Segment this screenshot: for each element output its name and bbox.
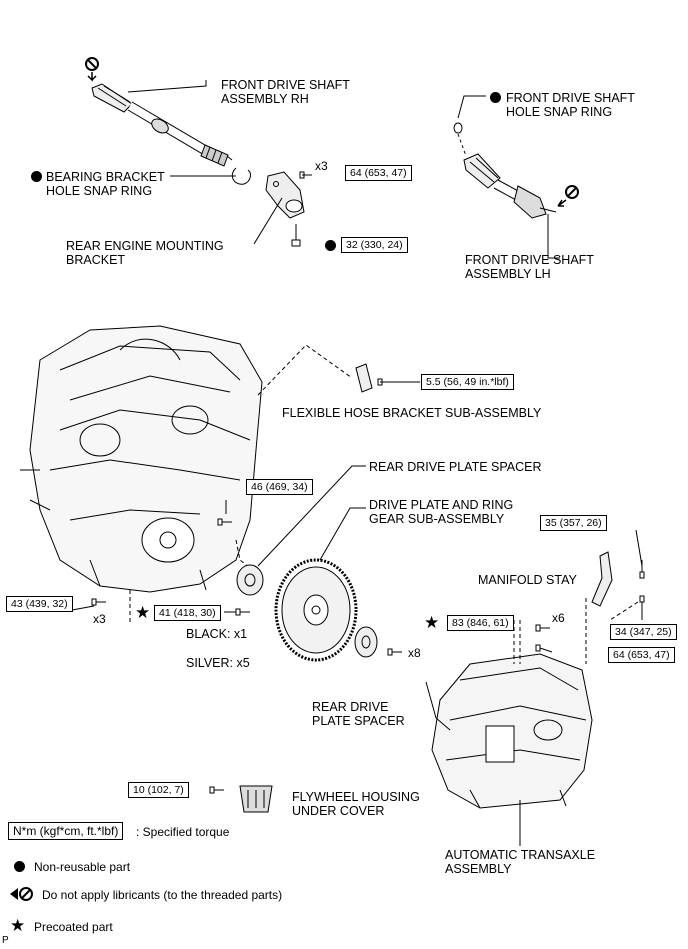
legend-precoated: Precoated part	[34, 920, 113, 934]
rear-engine-mounting-bracket-drawing	[265, 171, 312, 247]
front-drive-shaft-rh-drawing	[91, 83, 233, 167]
torque-box-64-top: 64 (653, 47)	[345, 165, 412, 181]
flywheel-housing-cover-drawing	[209, 785, 273, 813]
bearing-snap-ring-drawing	[231, 167, 252, 185]
precoated-star-icon: ★	[424, 613, 440, 632]
qty-x3-top: x3	[315, 159, 328, 173]
front-drive-shaft-lh-drawing	[453, 122, 557, 219]
no-lubricant-icon	[85, 57, 99, 82]
engine-drawing	[20, 325, 263, 593]
torque-box-46: 46 (469, 34)	[246, 479, 313, 495]
rear-drive-plate-spacer-bottom-drawing	[354, 626, 402, 658]
rear-drive-plate-spacer-top-drawing	[236, 564, 264, 596]
torque-box-83: 83 (846, 61)	[447, 615, 514, 631]
drive-plate-ring-gear-drawing	[274, 558, 358, 662]
legend-no-lubricant: Do not apply libricants (to the threaded…	[42, 888, 283, 902]
torque-box-41: 41 (418, 30)	[154, 605, 221, 621]
label-flexible-hose-bracket: FLEXIBLE HOSE BRACKET SUB-ASSEMBLY	[282, 406, 542, 420]
torque-box-34: 34 (347, 25)	[610, 624, 677, 640]
no-lubricant-legend-icon	[10, 887, 33, 901]
no-lubricant-icon-lh	[557, 185, 579, 207]
qty-x6: x6	[552, 611, 565, 625]
qty-x3-left: x3	[93, 612, 106, 626]
torque-box-64-bottom: 64 (653, 47)	[608, 647, 675, 663]
label-rear-drive-plate-spacer-top: REAR DRIVE PLATE SPACER	[369, 460, 542, 474]
label-black-qty: BLACK: x1	[186, 627, 248, 641]
torque-box-10: 10 (102, 7)	[128, 782, 189, 798]
legend-precoated-star-icon: ★	[10, 916, 26, 935]
label-silver-qty: SILVER: x5	[186, 656, 250, 670]
torque-box-32: 32 (330, 24)	[341, 237, 408, 253]
torque-box-35: 35 (357, 26)	[540, 515, 607, 531]
flexible-hose-bracket-drawing	[355, 363, 390, 393]
legend-torque-desc: : Specified torque	[136, 825, 230, 839]
legend-non-reusable-icon	[14, 861, 25, 872]
precoated-star-icon: ★	[135, 603, 151, 622]
legend-torque-unit: N*m (kgf*cm, ft.*lbf)	[8, 822, 124, 840]
corner-mark: P	[2, 935, 9, 946]
qty-x8: x8	[408, 646, 421, 660]
automatic-transaxle-drawing	[425, 653, 593, 809]
manifold-stay-drawing	[591, 551, 645, 621]
label-manifold-stay: MANIFOLD STAY	[478, 573, 577, 587]
non-reusable-mark	[325, 240, 336, 251]
non-reusable-mark	[31, 171, 42, 182]
legend-non-reusable: Non-reusable part	[34, 860, 131, 874]
non-reusable-mark	[490, 92, 501, 103]
torque-box-43: 43 (439, 32)	[6, 596, 73, 612]
torque-box-5-5: 5.5 (56, 49 in.*lbf)	[421, 374, 514, 390]
